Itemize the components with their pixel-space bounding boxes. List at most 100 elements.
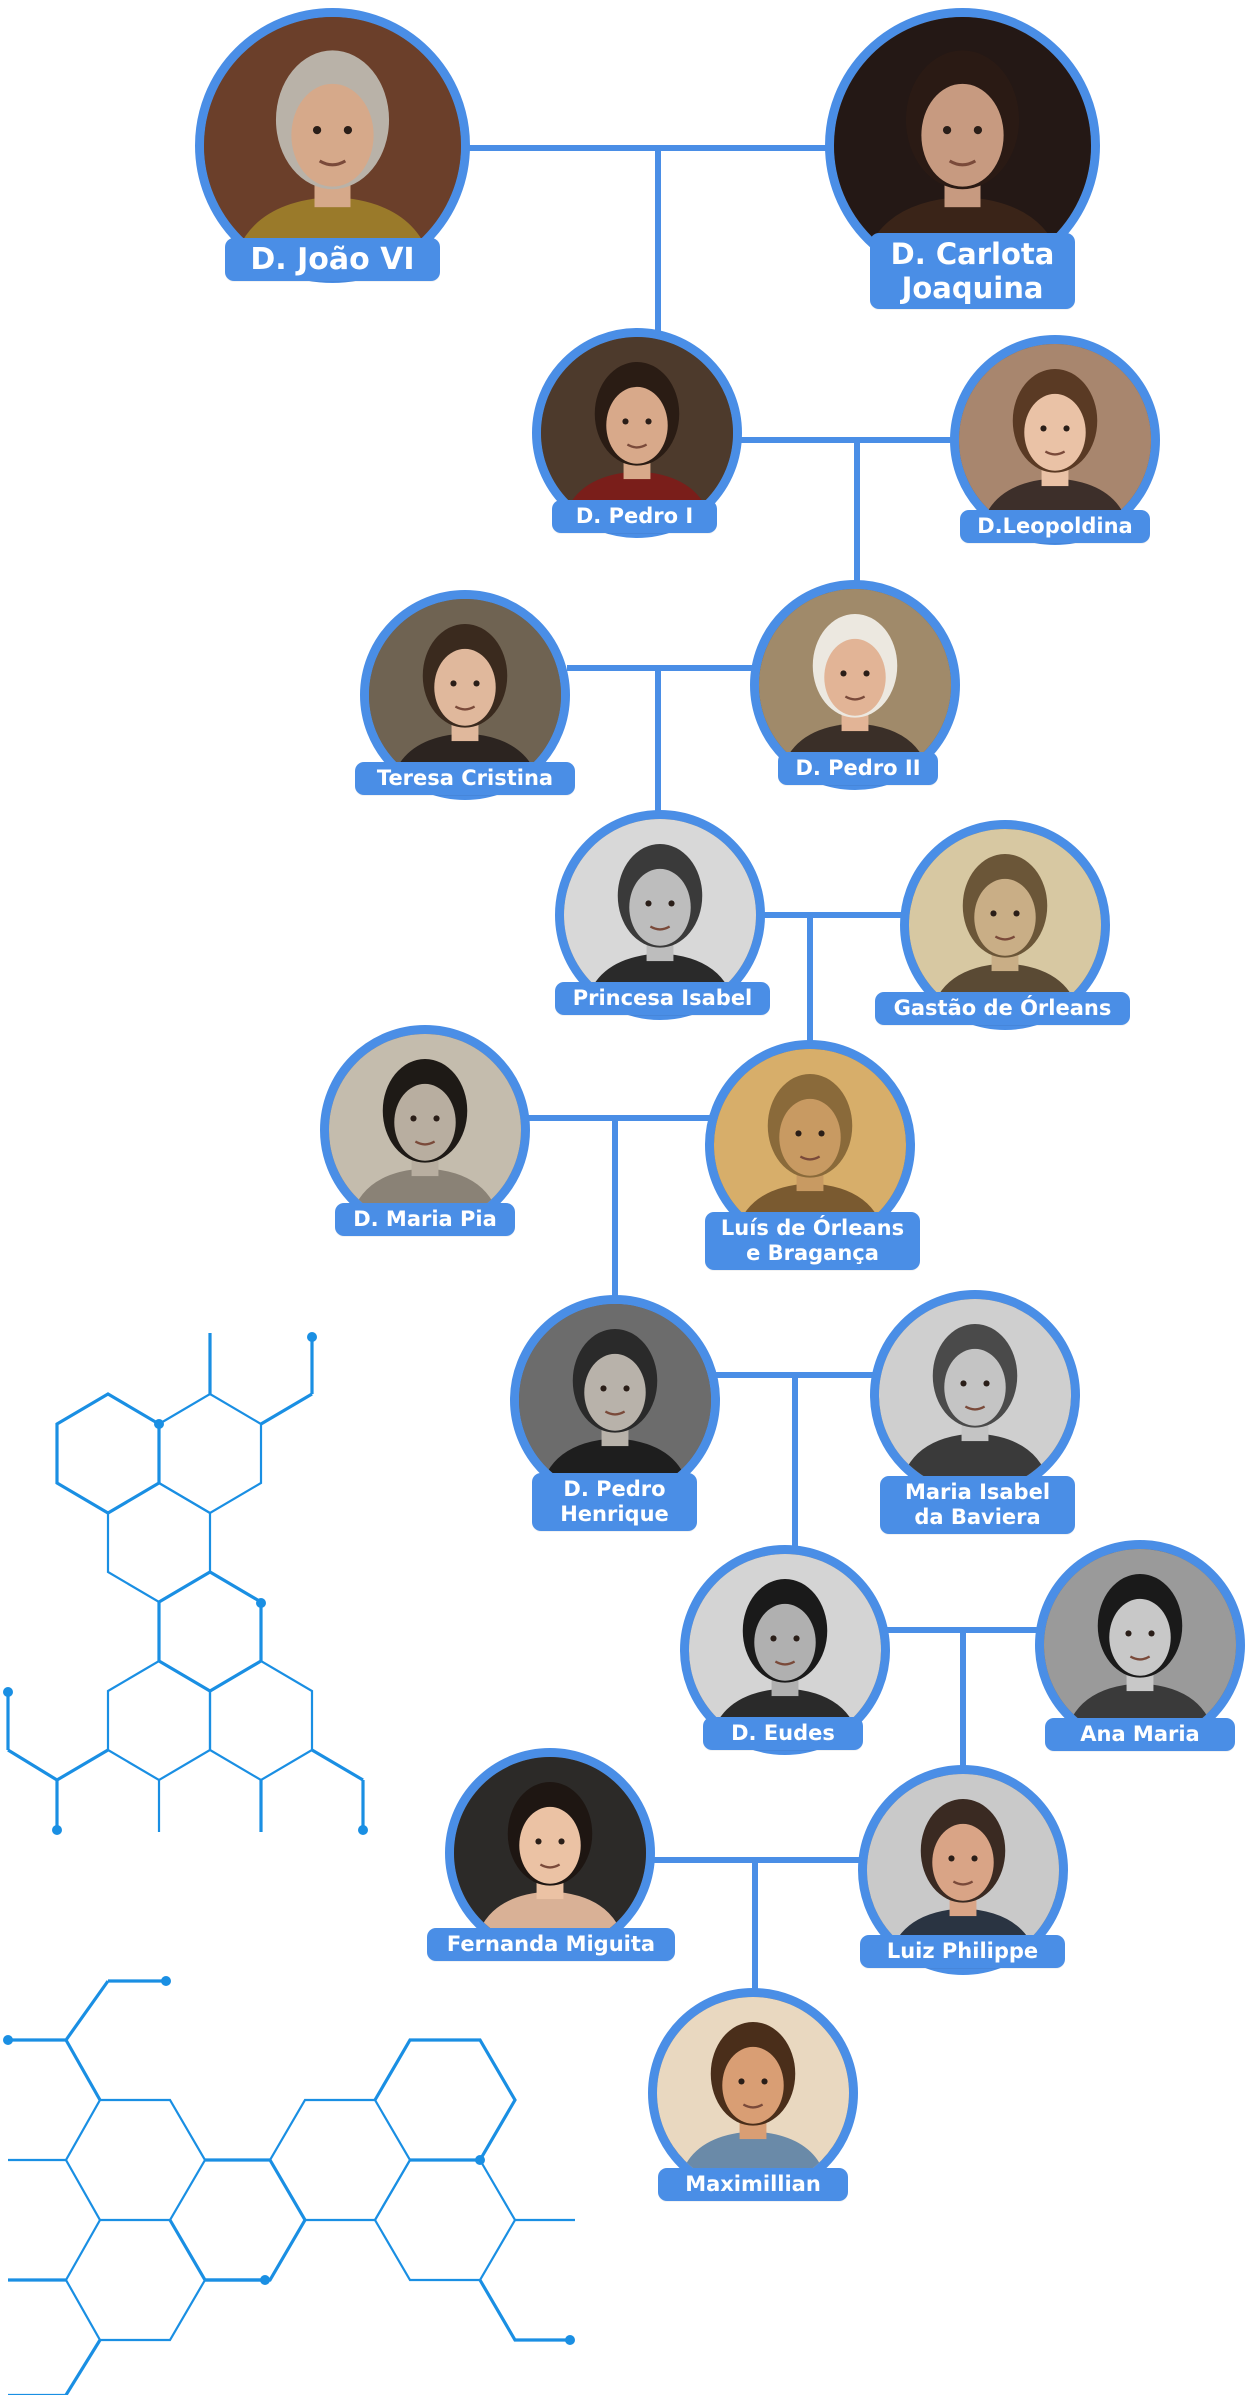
portrait-mouth: [774, 1660, 796, 1666]
portrait-mouth: [844, 695, 866, 701]
portrait-eye: [1063, 425, 1070, 432]
member-name-label: D. Maria Pia: [335, 1203, 515, 1236]
member-fernanda-miguita: Fernanda Miguita: [427, 1748, 675, 1978]
member-name-label: D. Carlota Joaquina: [870, 233, 1075, 310]
portrait-mouth: [604, 1410, 626, 1416]
member-princesa-isabel: Princesa Isabel: [555, 810, 770, 1025]
member-name-label: Luiz Philippe: [860, 1935, 1065, 1968]
member-teresa-cristina: Teresa Cristina: [355, 590, 575, 805]
portrait-eye: [558, 1838, 565, 1845]
member-name-label: Fernanda Miguita: [427, 1928, 675, 1961]
portrait-mouth: [994, 935, 1016, 941]
member-leopoldina: D.Leopoldina: [950, 335, 1165, 550]
portrait-face: [974, 878, 1036, 956]
member-name-label: D. João VI: [225, 238, 440, 282]
member-name-label: Luís de Órleans e Bragança: [705, 1212, 920, 1270]
portrait-eye: [645, 418, 652, 425]
portrait-eye: [1125, 1630, 1132, 1637]
portrait-face: [519, 1806, 581, 1884]
portrait-eye: [1148, 1630, 1155, 1637]
portrait-face: [944, 1348, 1006, 1426]
member-luis-de-orleans-e-braganca: Luís de Órleans e Bragança: [705, 1040, 920, 1280]
member-maximillian: Maximillian: [648, 1988, 863, 2218]
portrait-face: [1024, 393, 1086, 471]
member-name-label: Princesa Isabel: [555, 982, 770, 1015]
portrait-eye: [738, 2078, 745, 2085]
portrait-eye: [840, 670, 847, 677]
portrait-face: [629, 868, 691, 946]
portrait-face: [932, 1823, 994, 1901]
portrait-face: [584, 1353, 646, 1431]
portrait-eye: [971, 1855, 978, 1862]
portrait-eye: [622, 418, 629, 425]
member-name-label: Gastão de Órleans: [875, 992, 1130, 1025]
member-maria-pia: D. Maria Pia: [320, 1025, 535, 1240]
portrait-eye: [410, 1115, 417, 1122]
portrait-eye: [1013, 910, 1020, 917]
portrait-eye: [818, 1130, 825, 1137]
portrait-eye: [1040, 425, 1047, 432]
member-maria-isabel-da-baviera: Maria Isabel da Baviera: [870, 1290, 1085, 1540]
member-name-label: D.Leopoldina: [960, 510, 1150, 543]
member-name-label: D. Pedro I: [552, 500, 717, 533]
member-ana-maria: Ana Maria: [1035, 1540, 1250, 1760]
portrait-mouth: [626, 443, 648, 449]
portrait-photo: [445, 1748, 655, 1958]
portrait-eye: [645, 900, 652, 907]
member-luiz-philippe: Luiz Philippe: [858, 1765, 1073, 1980]
member-joao-vi: D. João VI: [195, 8, 470, 293]
portrait-mouth: [948, 159, 977, 167]
portrait-eye: [600, 1385, 607, 1392]
member-carlota-joaquina: D. Carlota Joaquina: [825, 8, 1100, 313]
portrait-face: [1109, 1598, 1171, 1676]
portrait-face: [394, 1083, 456, 1161]
portrait-face: [606, 386, 668, 464]
portrait-face: [722, 2046, 784, 2124]
portrait-mouth: [799, 1155, 821, 1161]
portrait-eye: [795, 1130, 802, 1137]
portrait-eye: [973, 125, 983, 135]
member-pedro-henrique: D. Pedro Henrique: [510, 1295, 725, 1535]
member-name-label: D. Eudes: [703, 1717, 863, 1750]
portrait-eye: [433, 1115, 440, 1122]
member-name-label: Maximillian: [658, 2168, 848, 2201]
portrait-eye: [761, 2078, 768, 2085]
portrait-eye: [948, 1855, 955, 1862]
member-name-label: D. Pedro Henrique: [532, 1473, 697, 1531]
portrait-mouth: [1129, 1655, 1151, 1661]
portrait-mouth: [1044, 450, 1066, 456]
portrait-mouth: [454, 705, 476, 711]
portrait-eye: [668, 900, 675, 907]
portrait-eye: [863, 670, 870, 677]
portrait-mouth: [742, 2103, 764, 2109]
portrait-eye: [983, 1380, 990, 1387]
portrait-eye: [535, 1838, 542, 1845]
member-eudes: D. Eudes: [680, 1545, 895, 1760]
portrait-eye: [473, 680, 480, 687]
member-name-label: Ana Maria: [1045, 1718, 1235, 1751]
portrait-photo: [870, 1290, 1080, 1500]
portrait-eye: [770, 1635, 777, 1642]
member-name-label: Teresa Cristina: [355, 762, 575, 795]
portrait-face: [754, 1603, 816, 1681]
portrait-eye: [312, 125, 322, 135]
portrait-mouth: [318, 159, 347, 167]
portrait-eye: [960, 1380, 967, 1387]
member-name-label: D. Pedro II: [778, 752, 938, 785]
member-pedro-ii: D. Pedro II: [750, 580, 965, 795]
portrait-photo: [648, 1988, 858, 2198]
portrait-face: [779, 1098, 841, 1176]
portrait-photo: [195, 8, 470, 283]
member-name-label: Maria Isabel da Baviera: [880, 1476, 1075, 1534]
portrait-eye: [793, 1635, 800, 1642]
portrait-mouth: [964, 1405, 986, 1411]
portrait-face: [921, 83, 1004, 187]
portrait-mouth: [649, 925, 671, 931]
portrait-face: [434, 648, 496, 726]
portrait-eye: [623, 1385, 630, 1392]
portrait-mouth: [539, 1863, 561, 1869]
portrait-mouth: [952, 1880, 974, 1886]
